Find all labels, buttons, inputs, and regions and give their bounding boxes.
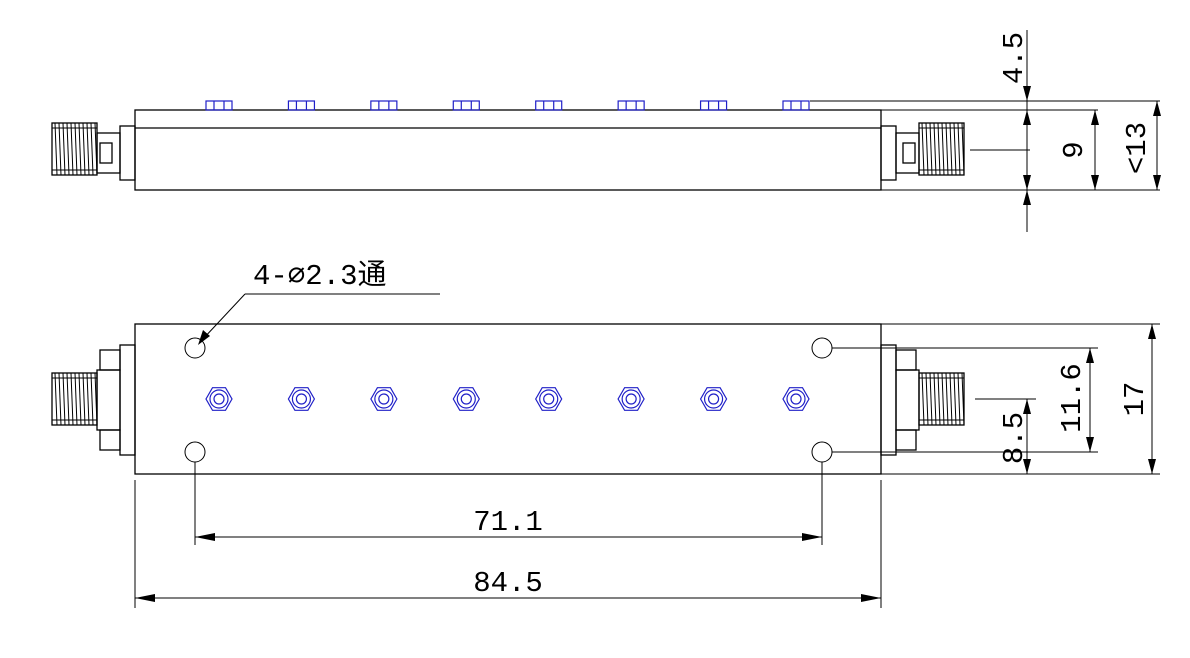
tuning-screw <box>617 387 645 411</box>
tuning-screw-side <box>617 100 645 111</box>
tuning-screw <box>287 387 316 411</box>
mounting-hole <box>811 441 833 463</box>
tuning-screw-side <box>370 100 398 111</box>
tuning-screw-side <box>287 100 316 111</box>
tuning-screw-side <box>535 100 563 111</box>
dim-overall-height: <13 <box>1121 122 1154 174</box>
side-view-body <box>134 109 882 191</box>
plan-view-body <box>134 323 882 475</box>
dim-overall-width: 17 <box>1119 382 1152 417</box>
mounting-hole <box>184 441 206 463</box>
tuning-screw <box>370 387 398 411</box>
dim-hole-spacing-vertical: 11.6 <box>1056 363 1089 433</box>
hole-note: 4-⌀2.3通 <box>253 259 386 293</box>
mounting-hole <box>184 337 206 359</box>
dim-hole-spacing-horizontal: 71.1 <box>473 506 543 539</box>
side-view: 4.5 9 <13 <box>51 30 1161 232</box>
tuning-screw <box>452 387 480 411</box>
mounting-hole <box>811 337 833 359</box>
tuning-screw <box>782 387 810 411</box>
left-connector-side <box>51 122 136 181</box>
dim-screw-height: 4.5 <box>998 32 1031 84</box>
dim-overall-length: 84.5 <box>473 567 543 600</box>
plan-view-screws <box>205 387 810 411</box>
side-view-screws <box>205 100 810 111</box>
right-connector-side <box>880 122 965 181</box>
plan-view: 4-⌀2.3通 8.5 11.6 17 71.1 <box>51 259 1160 608</box>
tuning-screw-side <box>782 100 810 111</box>
tuning-screw-side <box>699 100 728 111</box>
tuning-screw-side <box>205 100 233 111</box>
dim-body-height: 9 <box>1058 141 1091 158</box>
tuning-screw-side <box>452 100 480 111</box>
tuning-screw <box>699 387 728 411</box>
dim-connector-offset: 8.5 <box>998 412 1031 464</box>
tuning-screw <box>535 387 563 411</box>
right-connector-plan <box>880 344 965 456</box>
tuning-screw <box>205 387 233 411</box>
left-connector-plan <box>51 344 136 456</box>
